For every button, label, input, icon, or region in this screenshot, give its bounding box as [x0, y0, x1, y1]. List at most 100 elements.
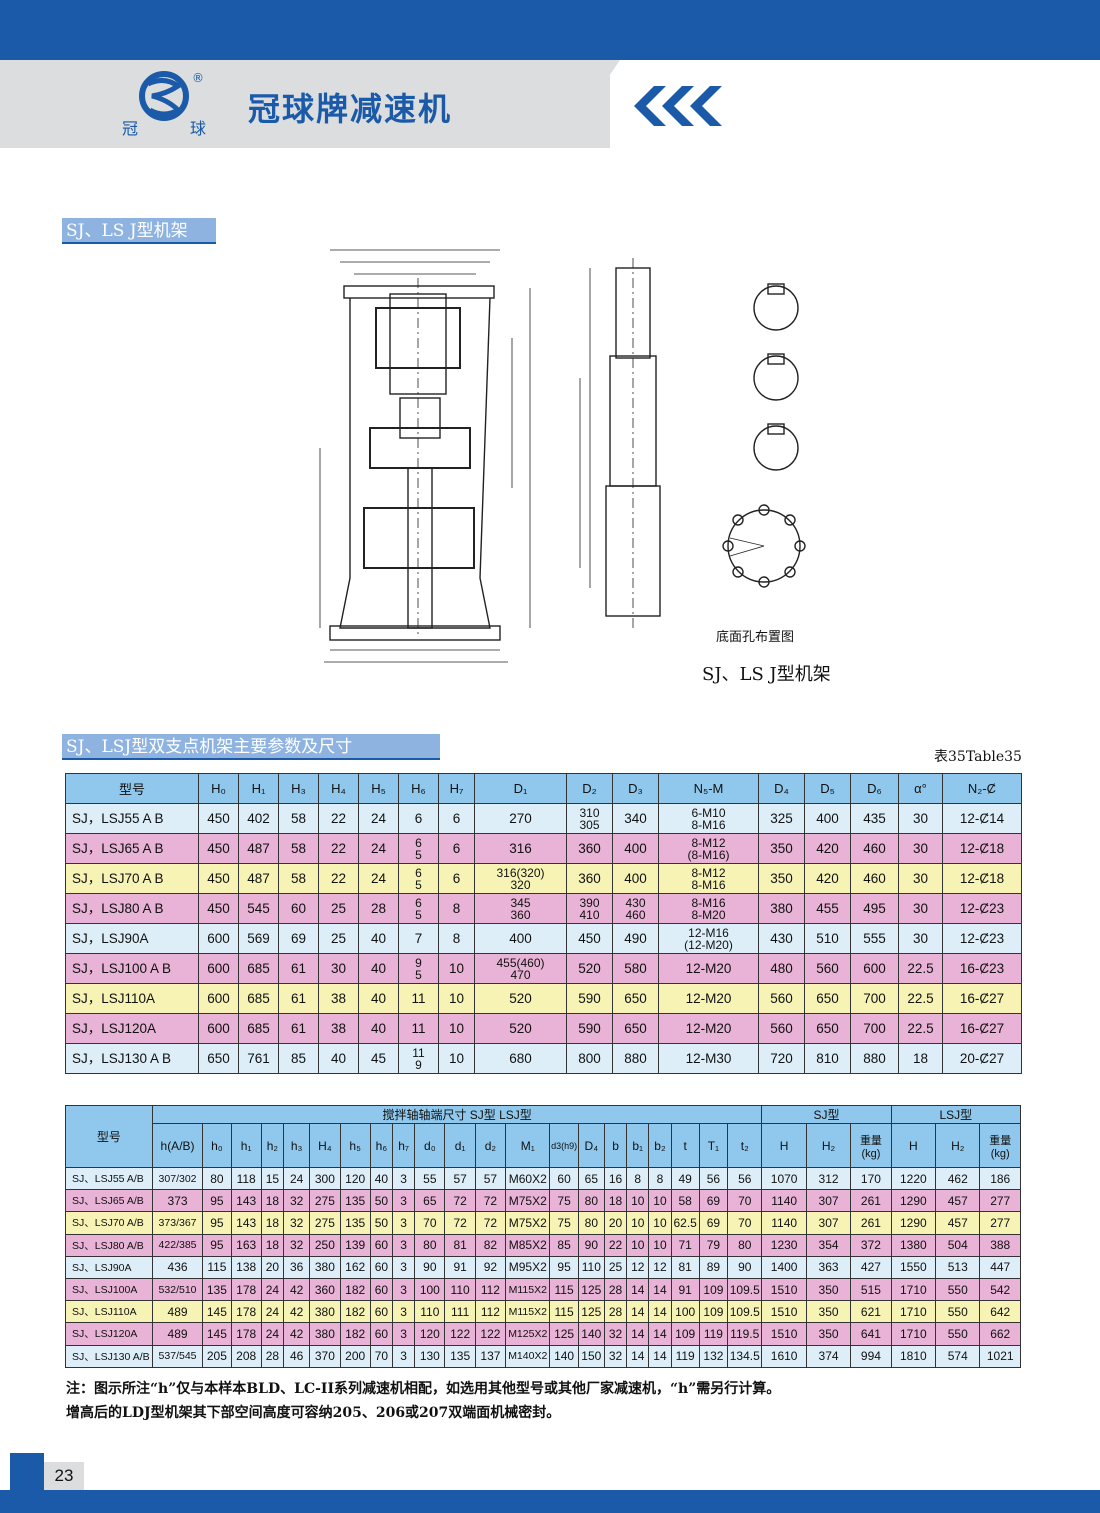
table-cell: 163	[230, 1233, 262, 1257]
table-cell: 81	[670, 1255, 700, 1279]
table-cell: 307	[805, 1211, 852, 1235]
table-cell: 70	[414, 1211, 446, 1235]
table-cell: 550	[935, 1322, 981, 1346]
table-cell: 92	[474, 1255, 507, 1279]
table-cell: 420	[804, 833, 851, 864]
table-cell: 312	[805, 1166, 852, 1191]
table-cell: 450	[198, 833, 239, 864]
table-cell: 132	[698, 1344, 729, 1368]
table-cell: 307/302	[151, 1166, 204, 1191]
table-cell: 650	[612, 983, 659, 1014]
model-cell: SJ、LSJ100A	[65, 1277, 153, 1302]
table-cell: 28	[603, 1277, 628, 1302]
table-cell: 12-M20	[658, 953, 759, 984]
model-cell: SJ、LSJ90A	[65, 1255, 153, 1279]
table-cell: 40	[358, 923, 399, 954]
table-cell: 32	[282, 1233, 311, 1257]
model-cell: SJ、LSJ80 A/B	[65, 1233, 153, 1257]
table1-header-cell: H₁	[238, 773, 279, 804]
table-cell: 80	[577, 1211, 605, 1235]
table-cell: 880	[850, 1043, 899, 1074]
table-cell: 14	[626, 1277, 650, 1302]
table-cell: 65	[414, 1189, 446, 1213]
table-cell: 537/545	[151, 1344, 204, 1368]
table-cell: 125	[577, 1277, 605, 1302]
table-cell: 95	[549, 1255, 579, 1279]
table-cell: 12-M16(12-M20)	[658, 923, 759, 954]
table-cell: 580	[612, 953, 659, 984]
table-cell: 12-Ȼ14	[942, 803, 1022, 834]
table-cell: 6	[438, 803, 475, 834]
table-cell: 1290	[890, 1189, 937, 1213]
table-cell: 145	[202, 1300, 232, 1324]
table-cell: 18	[898, 1043, 943, 1074]
table-cell: 40	[318, 1043, 359, 1074]
table-cell: 14	[626, 1344, 650, 1368]
table-cell: 40	[358, 1013, 399, 1044]
table-cell: 370	[309, 1344, 341, 1368]
table1-header-cell: D₃	[612, 773, 659, 804]
table-cell: 8	[648, 1166, 672, 1191]
table-tag: 表35Table35	[934, 749, 1022, 765]
table-cell: 12-M30	[658, 1043, 759, 1074]
table-cell: 480	[758, 953, 805, 984]
table1-header-cell: H₇	[438, 773, 475, 804]
table-cell: 90	[727, 1255, 763, 1279]
table-cell: 1550	[890, 1255, 937, 1279]
table-cell: 134.5	[727, 1344, 763, 1368]
table-cell: 8	[438, 893, 475, 924]
table-cell: 109	[698, 1300, 729, 1324]
table1-header-cell: H₀	[198, 773, 239, 804]
table-cell: 135	[339, 1211, 371, 1235]
table-cell: 115	[549, 1300, 579, 1324]
table-cell: 100	[414, 1277, 446, 1302]
table2-header-cell: t₂	[727, 1123, 763, 1168]
table-cell: 65	[577, 1166, 605, 1191]
table-cell: 70	[727, 1211, 763, 1235]
table-cell: 61	[278, 1013, 319, 1044]
table-cell: 277	[979, 1189, 1021, 1213]
table-cell: 58	[278, 803, 319, 834]
table-cell: 182	[339, 1277, 371, 1302]
table-cell: 22	[603, 1233, 628, 1257]
table-cell: 25	[603, 1255, 628, 1279]
table2-header-cell: H₂	[935, 1123, 981, 1168]
table-cell: M115X2	[505, 1300, 551, 1324]
table-cell: 520	[474, 983, 567, 1014]
table-cell: 178	[230, 1322, 262, 1346]
table2-header-cell: 重量(kg)	[979, 1123, 1021, 1168]
table-cell: 143	[230, 1211, 262, 1235]
table-cell: 8-M12(8-M16)	[658, 833, 759, 864]
table-cell: 15	[260, 1166, 285, 1191]
table-cell: 28	[603, 1300, 628, 1324]
table-cell: 515	[850, 1277, 892, 1302]
table-cell: 487	[238, 833, 279, 864]
table-cell: 325	[758, 803, 805, 834]
table-cell: 350	[758, 863, 805, 894]
table-cell: 3	[391, 1255, 416, 1279]
table-cell: 680	[474, 1043, 567, 1074]
table-cell: 125	[577, 1300, 605, 1324]
table-cell: 3	[391, 1300, 416, 1324]
table-cell: 135	[202, 1277, 232, 1302]
table-cell: 143	[230, 1189, 262, 1213]
table-cell: 20-Ȼ27	[942, 1043, 1022, 1074]
table-cell: 12-Ȼ23	[942, 893, 1022, 924]
table-cell: 30	[898, 863, 943, 894]
table-cell: 14	[626, 1300, 650, 1324]
table-cell: 621	[850, 1300, 892, 1324]
table-cell: 650	[804, 983, 851, 1014]
table-cell: 18	[260, 1211, 285, 1235]
table-cell: 95	[202, 1211, 232, 1235]
table2-header-cell: H	[761, 1123, 807, 1168]
table-cell: 75	[549, 1211, 579, 1235]
table-cell: 402	[238, 803, 279, 834]
